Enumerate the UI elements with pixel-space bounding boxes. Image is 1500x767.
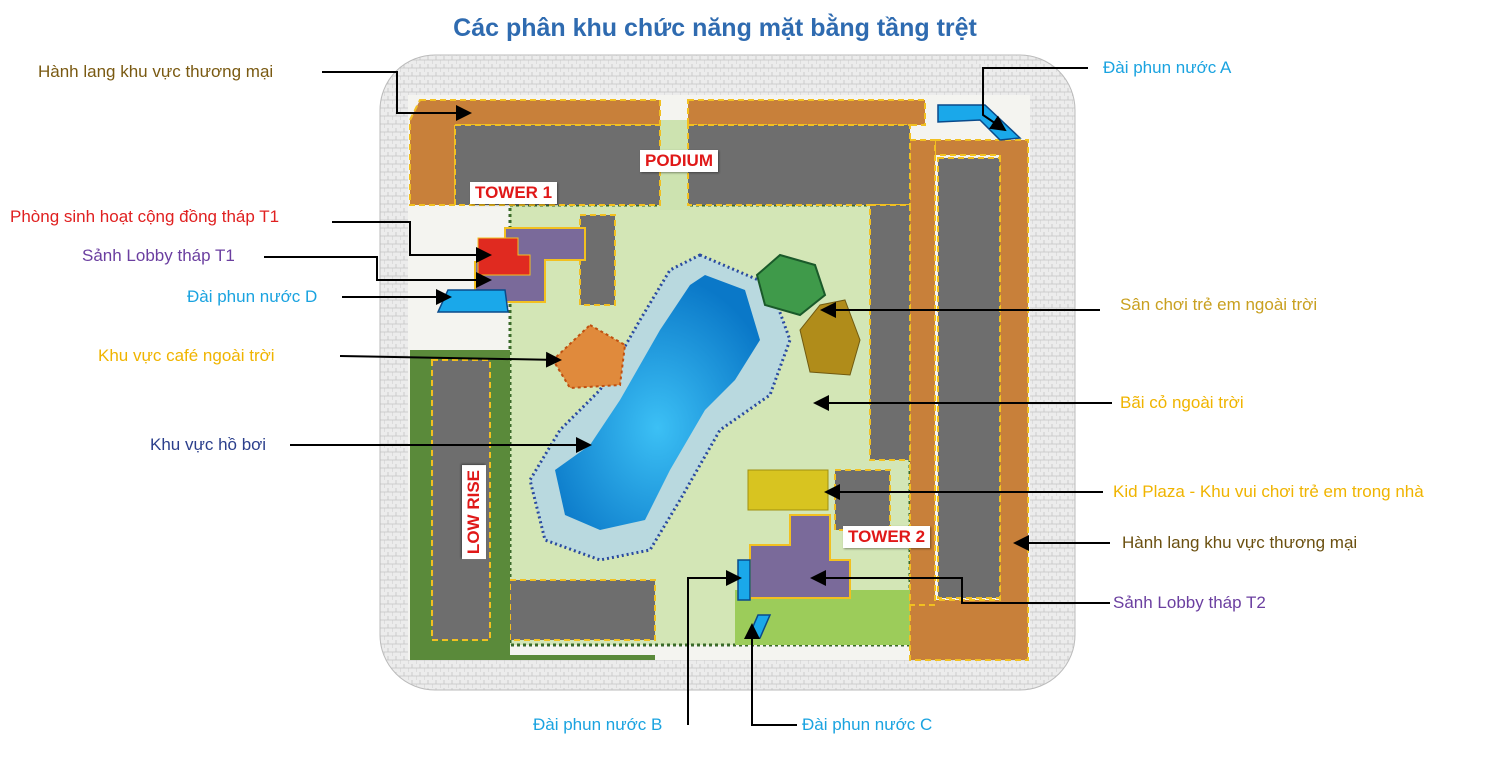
label-playground: Sân chơi trẻ em ngoài trời bbox=[1120, 295, 1318, 314]
label-kid-plaza: Kid Plaza - Khu vui chơi trẻ em trong nh… bbox=[1113, 482, 1424, 501]
label-cafe: Khu vực café ngoài trời bbox=[98, 346, 275, 365]
label-lobby-t1: Sảnh Lobby tháp T1 bbox=[82, 246, 235, 265]
label-fountain-c: Đài phun nước C bbox=[802, 715, 933, 734]
leader-lines bbox=[264, 67, 1112, 726]
playground-area bbox=[755, 253, 827, 317]
low-rise-tag: LOW RISE bbox=[462, 465, 486, 560]
label-community-t1: Phòng sinh hoạt cộng đồng tháp T1 bbox=[10, 207, 280, 226]
label-corridor-right: Hành lang khu vực thương mại bbox=[1122, 533, 1358, 552]
cafe-area bbox=[551, 323, 627, 390]
label-corridor-top: Hành lang khu vực thương mại bbox=[38, 62, 274, 81]
podium-tag: PODIUM bbox=[640, 150, 718, 172]
label-fountain-b: Đài phun nước B bbox=[533, 715, 663, 734]
tower1-tag: TOWER 1 bbox=[470, 182, 558, 204]
label-lobby-t2: Sảnh Lobby tháp T2 bbox=[1113, 593, 1266, 612]
label-lawn: Bãi cỏ ngoài trời bbox=[1120, 393, 1244, 412]
label-fountain-d: Đài phun nước D bbox=[187, 287, 318, 306]
label-pool: Khu vực hồ bơi bbox=[150, 435, 267, 454]
buildings bbox=[454, 124, 1001, 641]
label-fountain-a: Đài phun nước A bbox=[1103, 58, 1232, 77]
page-title: Các phân khu chức năng mặt bằng tầng trệ… bbox=[453, 14, 977, 42]
tower2-tag: TOWER 2 bbox=[843, 526, 931, 548]
kid-plaza-area bbox=[747, 469, 829, 511]
pool bbox=[555, 275, 760, 530]
